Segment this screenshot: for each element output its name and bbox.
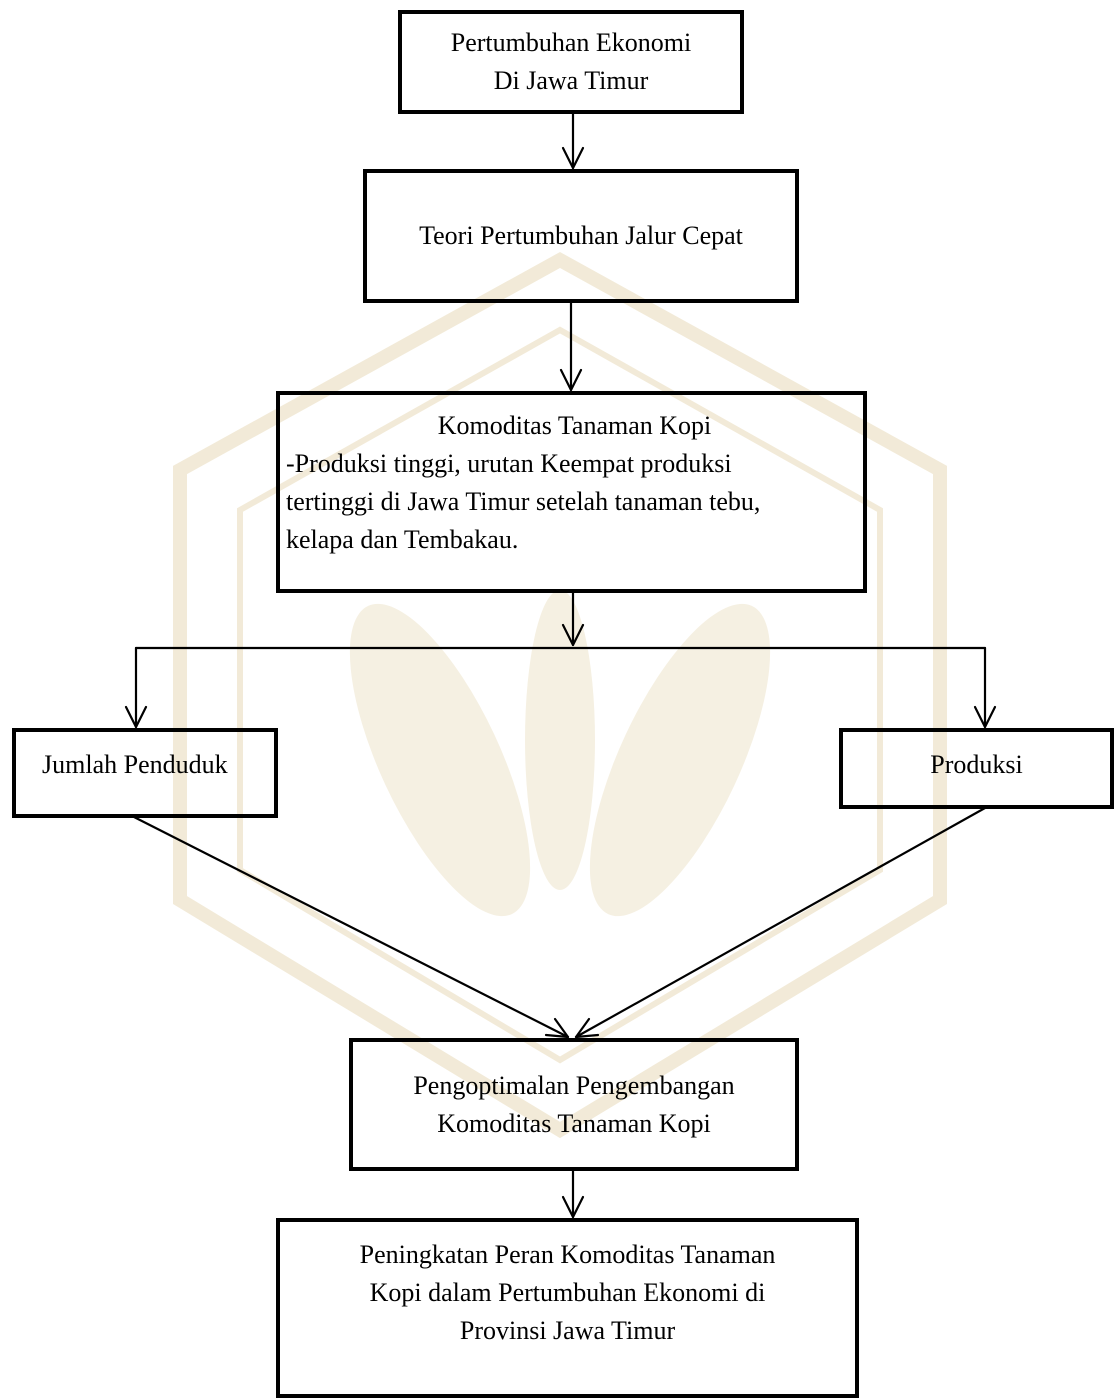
node-line: -Produksi tinggi, urutan Keempat produks… [286, 449, 732, 478]
node-komoditas-tanaman-kopi: Komoditas Tanaman Kopi -Produksi tinggi,… [276, 391, 867, 593]
node-line: tertinggi di Jawa Timur setelah tanaman … [286, 487, 761, 516]
node-line: kelapa dan Tembakau. [286, 525, 519, 554]
edge-komoditas-produksi [973, 646, 997, 729]
edge-jumlah-pengoptimalan [132, 815, 570, 1039]
node-pengoptimalan: Pengoptimalan Pengembangan Komoditas Tan… [349, 1038, 799, 1171]
node-title: Komoditas Tanaman Kopi [437, 411, 712, 440]
node-line: Provinsi Jawa Timur [459, 1316, 676, 1345]
node-line: Pertumbuhan Ekonomi [450, 28, 692, 57]
node-line: Jumlah Penduduk [42, 750, 228, 779]
node-line: Produksi [930, 750, 1023, 779]
edge-pertumbuhan-teori [561, 110, 585, 170]
node-produksi: Produksi [839, 728, 1114, 809]
node-line: Teori Pertumbuhan Jalur Cepat [419, 221, 743, 250]
node-teori-pertumbuhan: Teori Pertumbuhan Jalur Cepat [363, 169, 799, 303]
node-line: Di Jawa Timur [493, 66, 649, 95]
node-pertumbuhan-ekonomi: Pertumbuhan Ekonomi Di Jawa Timur [398, 10, 744, 114]
edge-teori-komoditas [559, 300, 583, 392]
node-peningkatan-peran: Peningkatan Peran Komoditas Tanaman Kopi… [276, 1218, 859, 1398]
node-line: Pengoptimalan Pengembangan [413, 1070, 735, 1100]
edge-produksi-pengoptimalan [574, 806, 987, 1039]
node-line: Komoditas Tanaman Kopi [437, 1108, 711, 1138]
node-jumlah-penduduk: Jumlah Penduduk [12, 728, 278, 818]
edge-komoditas-jumlah [124, 646, 148, 729]
node-line: Peningkatan Peran Komoditas Tanaman [359, 1240, 776, 1269]
node-line: Kopi dalam Pertumbuhan Ekonomi di [369, 1278, 766, 1307]
edge-pengoptimalan-peningkatan [561, 1168, 585, 1219]
edge-komoditas-branch [134, 590, 987, 650]
